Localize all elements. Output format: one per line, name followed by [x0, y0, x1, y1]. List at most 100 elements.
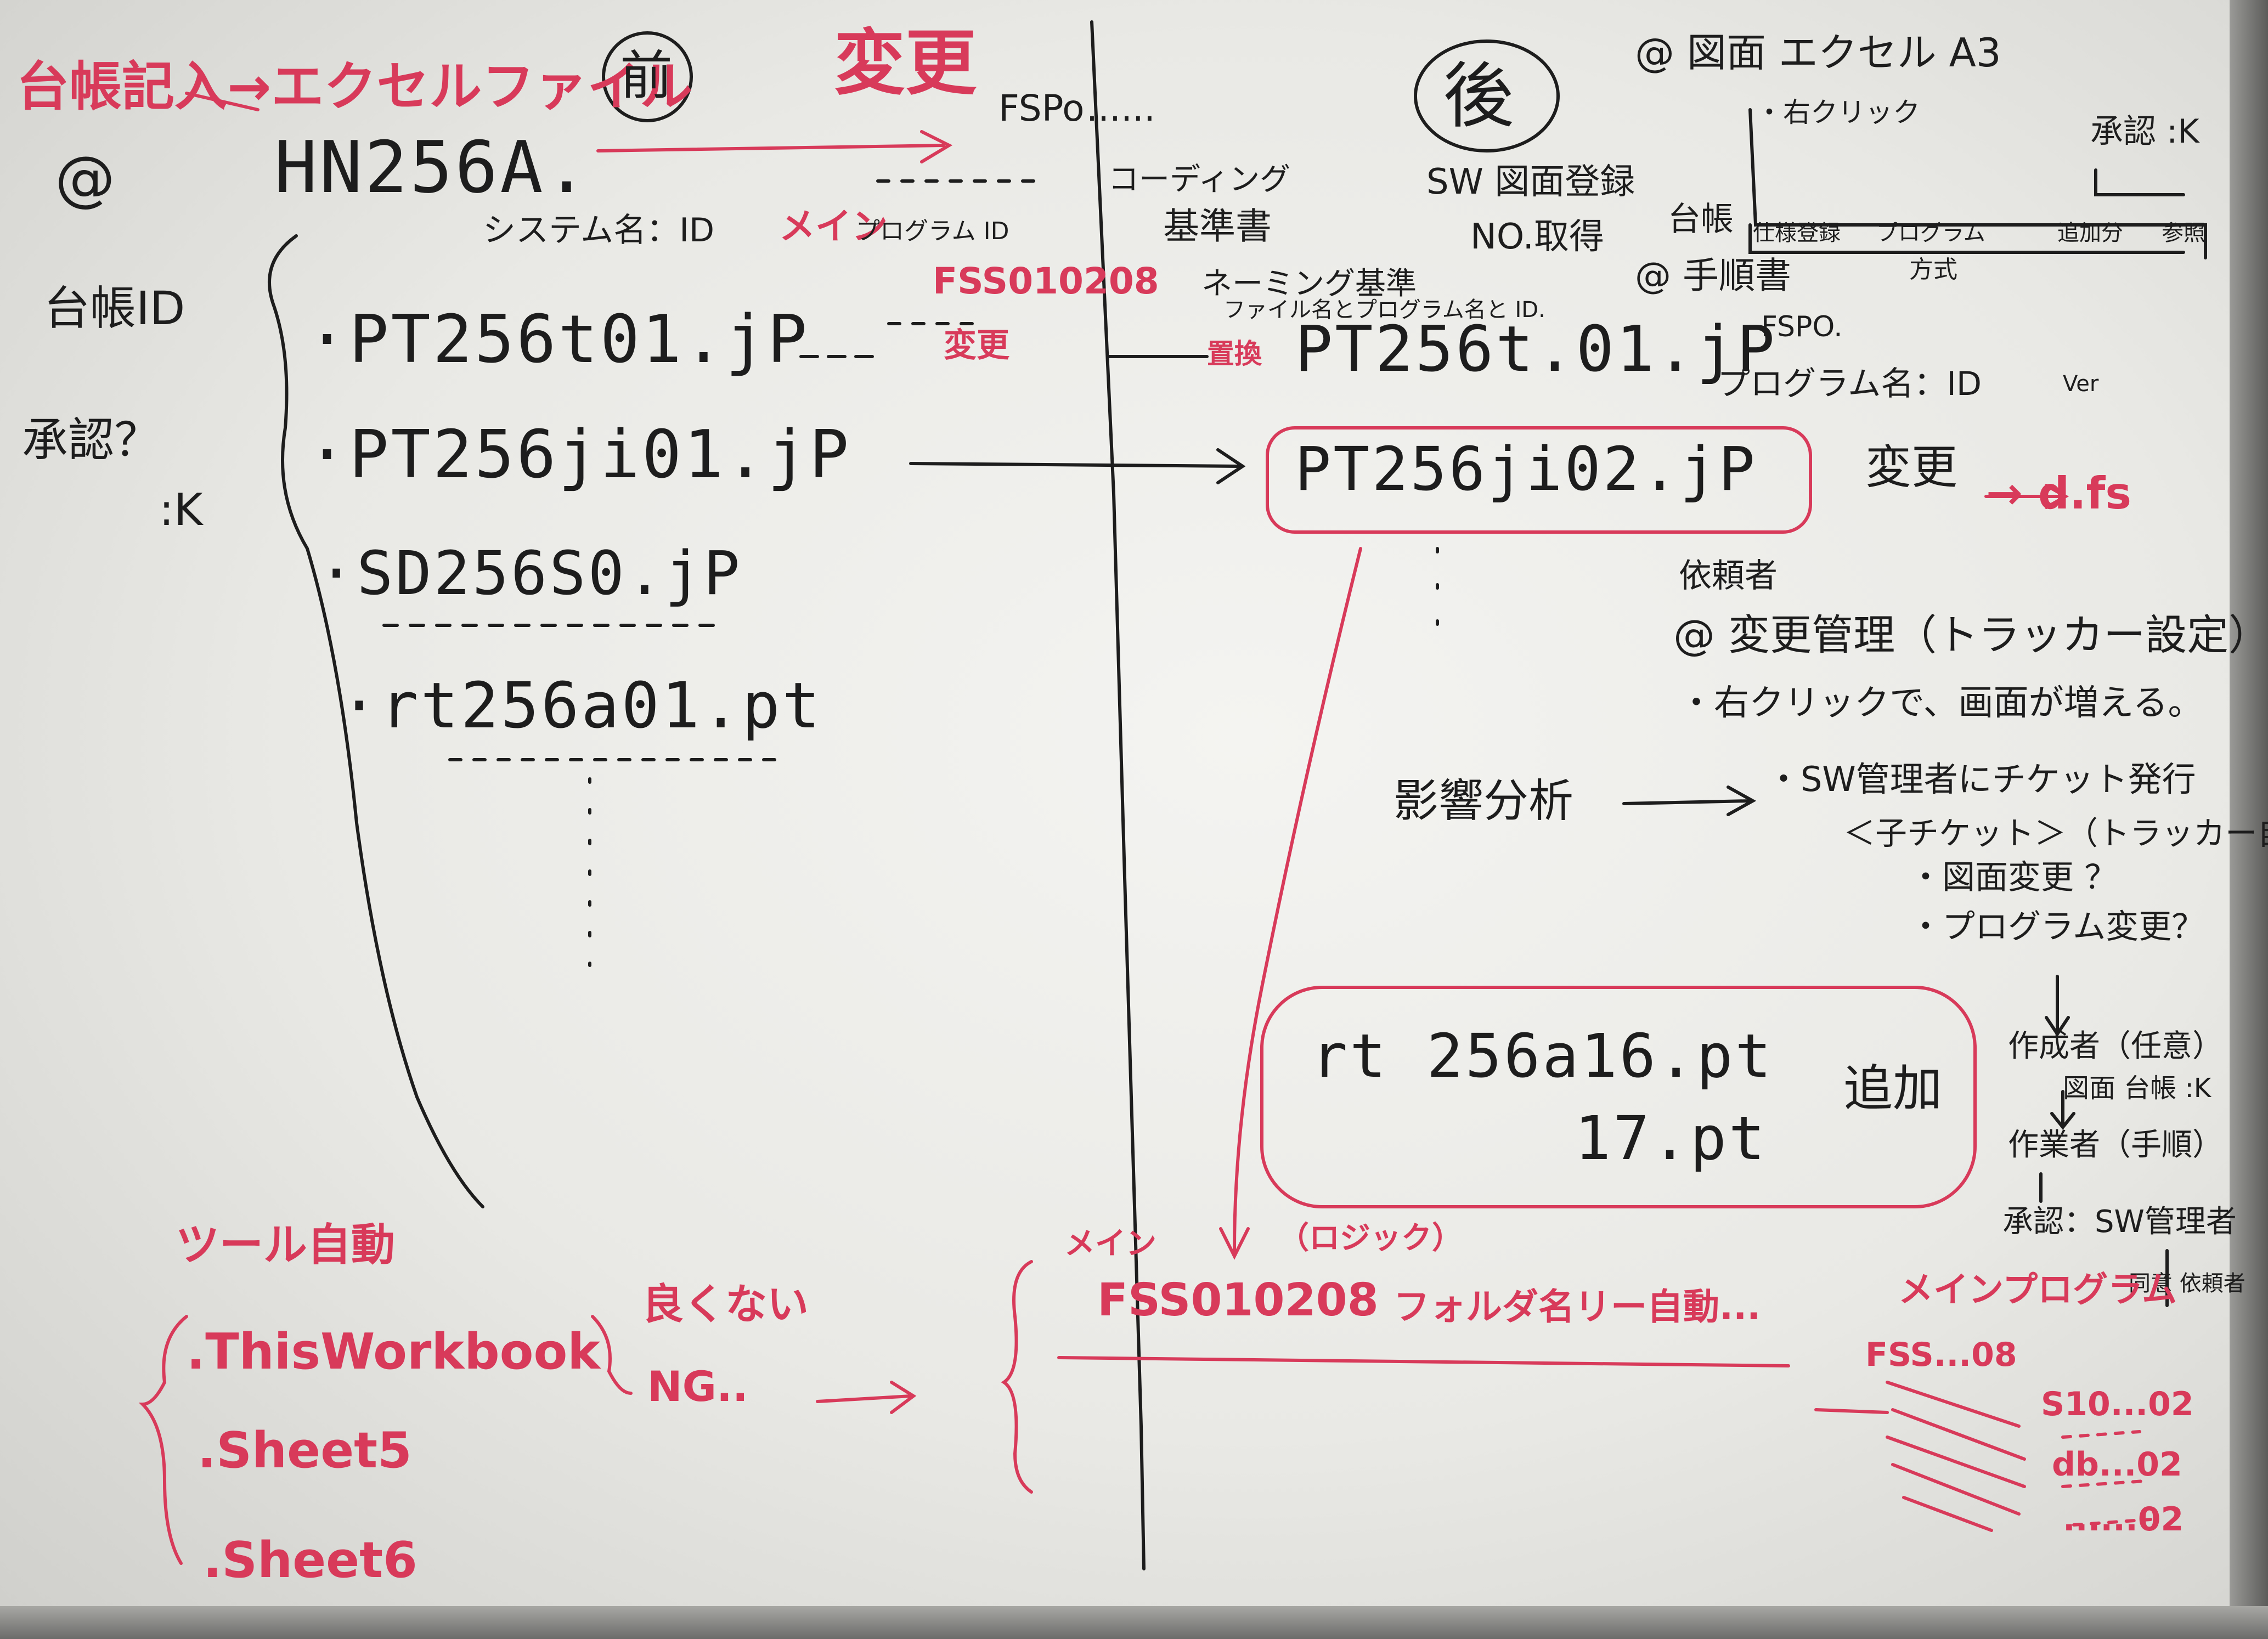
k-left: :K [159, 484, 203, 535]
center-divider-line [1090, 20, 1146, 1570]
migi-click-2: ・右クリックで、画面が増える。 [1679, 683, 2203, 724]
file-name-4: rt256a01.pt [380, 669, 822, 743]
daicho-id: 台帳ID [44, 281, 185, 335]
shounin-sw-kanrisha: 承認：SW管理者 [2002, 1204, 2237, 1240]
red-bottom-brace-left [138, 1315, 188, 1565]
file-list-brace [268, 234, 484, 1208]
file-row-2: ·PT256ji01.jP [307, 417, 851, 493]
ato-label: 後 [1443, 54, 1515, 138]
tool-jidou: ツール自動 [176, 1219, 395, 1270]
red-dash-right-3 [2072, 1518, 2152, 1527]
sagyousha: 作業者（手順） [2008, 1127, 2223, 1163]
header-daicho-excel: 台帳記入→エクセルファイル [16, 56, 693, 117]
sakusei-sha: 作成者（任意） [2008, 1028, 2223, 1064]
fss-auto: フォルダ名リー自動... [1393, 1286, 1761, 1328]
henkou-small-red: 変更 [944, 326, 1009, 365]
main-red-bottom: メイン [1064, 1226, 1156, 1262]
right-file-2: PT256ji02.jP [1295, 434, 1757, 504]
workbook-item-3: .Sheet6 [203, 1531, 418, 1589]
red-arrow-top [596, 130, 953, 163]
henkou-kanri: @ 変更管理（トラッカー設定） [1673, 611, 2268, 659]
ver: Ver [2063, 371, 2099, 397]
workbook-item-1: .ThisWorkbook [187, 1323, 601, 1381]
red-arrow-tsuika [1814, 1408, 1889, 1414]
zumen-small-box [2094, 168, 2185, 196]
file-row-4: ·rt256a01.pt [340, 669, 822, 743]
whiteboard-frame-right [2230, 0, 2268, 1639]
shounin-question: 承認？ [22, 413, 161, 467]
zumen-box [1748, 108, 2207, 259]
naming: ネーミング基準 [1201, 266, 1417, 302]
program-henkou: ・プログラム変更？ [1909, 908, 2205, 946]
chikan-red: 置換 [1207, 338, 1262, 370]
migi-click-1: ・右クリック [1756, 97, 1920, 128]
highlight-box-ji02 [1266, 426, 1812, 534]
no-shutoku: NO.取得 [1470, 217, 1604, 257]
red-long-curve [1219, 547, 1362, 1260]
fspo-top: FSPo [998, 87, 1085, 129]
fss-bottom: FSS010208 [1097, 1274, 1379, 1326]
fspo-dots: ...... [1086, 87, 1155, 129]
tsuika-label: 追加 [1843, 1060, 1942, 1117]
tab-program: プログラム [1876, 221, 1985, 246]
red-dash-right-2 [2061, 1479, 2147, 1488]
ikenai: 良くない [642, 1280, 809, 1329]
red-dash-right [2061, 1430, 2141, 1439]
hoshiki: 方式 [1909, 256, 1957, 284]
system-id: システム名：ID [483, 211, 715, 250]
file-row-3: ·SD256S0.jP [318, 538, 742, 608]
coding: コーディング [1108, 162, 1291, 197]
added-file-1: rt 256a16.pt [1311, 1021, 1774, 1091]
tab-shiyou: 仕様登録 [1753, 221, 1841, 246]
file-name-1: PT256t01.jP [349, 302, 809, 378]
added-file-2: 17.pt [1575, 1103, 1768, 1173]
red-bottom-brace-right [591, 1315, 633, 1395]
right-file-1: PT256t.01.jP [1295, 313, 1777, 386]
arrow-file2-to-right [909, 448, 1246, 484]
logic-red: （ロジック） [1278, 1220, 1463, 1256]
arrow-eikyou [1622, 785, 1757, 816]
file-name-3: SD256S0.jP [357, 538, 742, 608]
main-red-top: メイン [779, 205, 888, 247]
shounin-k-top: 承認 :K [2090, 112, 2199, 151]
zumen-henkou: ・図面変更 ？ [1909, 858, 2118, 897]
arrow-down-1 [2045, 975, 2070, 1037]
zumen-daicho-k: 図面 台帳 :K [2063, 1073, 2211, 1104]
ato-circle [1414, 39, 1560, 152]
red-brace-middle [1001, 1260, 1033, 1494]
red-hatch-5 [1902, 1496, 1993, 1532]
tab-sanshou: 参照 [2162, 221, 2205, 246]
mae-label: 前 [620, 45, 673, 106]
d-fs-red: → d.fs [1986, 468, 2131, 519]
red-hatch-4 [1891, 1463, 2021, 1516]
main-program-red: メインプログラム [1898, 1270, 2177, 1310]
highlight-box-added [1260, 986, 1977, 1208]
kijunsho: 基準書 [1163, 205, 1272, 247]
arrow-down-2 [2050, 1090, 2075, 1130]
zumen-tab-row [1748, 223, 2185, 254]
ko-ticket: ＜子チケット＞（トラッカー自由） [1843, 815, 2268, 852]
fss-right-val-3: ......02 [2063, 1500, 2184, 1539]
file-row-1: ·PT256t01.jP [307, 302, 809, 378]
red-arrow-dfs [1984, 484, 2069, 509]
daicho-right: 台帳 [1668, 200, 1734, 239]
tab-tsuika: 追加分 [2057, 221, 2123, 246]
tejunsho: @ 手順書 [1635, 255, 1791, 297]
file-name-2: PT256ji01.jP [349, 417, 851, 493]
henkou-right: 変更 [1865, 440, 1958, 494]
henkou-top: 変更 [834, 21, 977, 105]
eikyou-bunseki: 影響分析 [1393, 775, 1574, 827]
workbook-item-2: .Sheet5 [198, 1422, 412, 1479]
sw-zumen-touroku: SW 図面登録 [1426, 162, 1635, 202]
fspo-right: FSPO. [1761, 310, 1843, 343]
fss-red-top: FSS010208 [933, 260, 1159, 302]
hn256a: HN256A. [274, 126, 590, 209]
ng-label: NG.. [647, 1362, 748, 1411]
fss-right-val-2: db...02 [2052, 1445, 2182, 1484]
mae-circle [602, 31, 693, 122]
red-header-arrow [185, 92, 259, 111]
at-mark-left: @ [55, 143, 115, 213]
naming2: ファイル名とプログラム名と ID. [1223, 297, 1545, 323]
